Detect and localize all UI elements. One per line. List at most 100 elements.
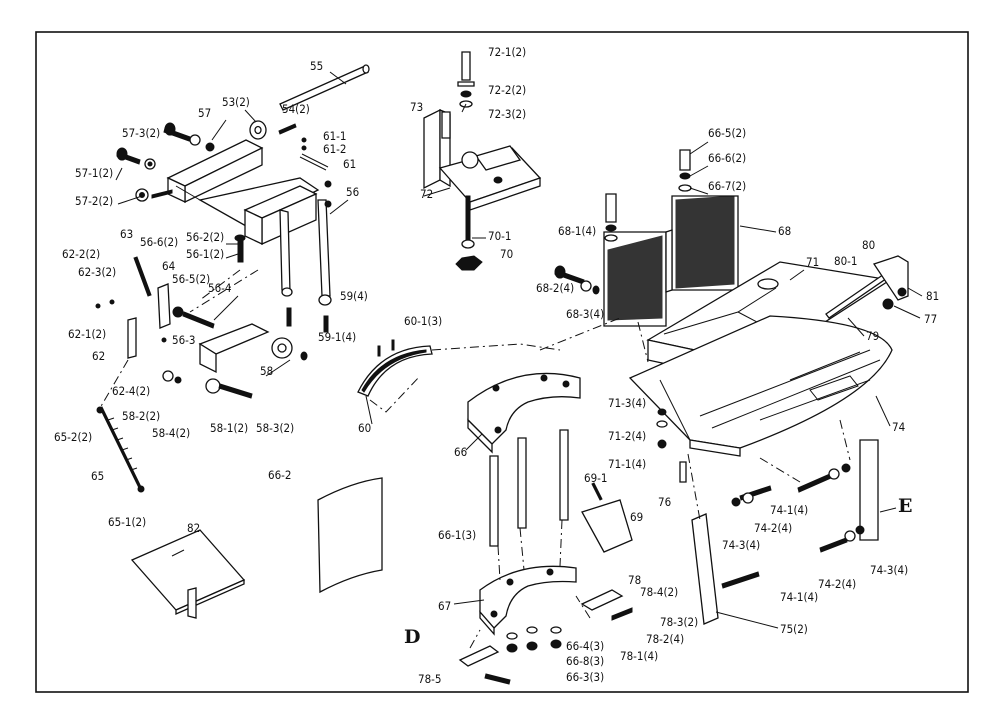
label-82: 82 xyxy=(187,521,200,535)
label-66-5-2: 66-5(2) xyxy=(708,126,746,140)
label-66-1-3: 66-1(3) xyxy=(438,528,476,542)
part-69-block xyxy=(581,482,633,553)
label-68-1-4: 68-1(4) xyxy=(558,224,596,238)
part-74-bolts xyxy=(721,463,865,589)
label-74-2-4-upper: 74-2(4) xyxy=(754,521,792,535)
label-63: 63 xyxy=(120,227,133,241)
label-69-1: 69-1 xyxy=(584,471,607,485)
label-58-4-2: 58-4(2) xyxy=(152,426,190,440)
part-60-guard xyxy=(357,339,433,397)
label-72-2-2: 72-2(2) xyxy=(488,83,526,97)
part-72-1-screws xyxy=(441,51,475,139)
label-64: 64 xyxy=(162,259,175,273)
part-57-bracket xyxy=(166,139,320,227)
label-81: 81 xyxy=(926,289,939,303)
label-58: 58 xyxy=(260,364,273,378)
label-62-1-2: 62-1(2) xyxy=(68,327,106,341)
label-65-1-2: 65-1(2) xyxy=(108,515,146,529)
label-71: 71 xyxy=(806,255,819,269)
label-58-3-2: 58-3(2) xyxy=(256,421,294,435)
label-65-2-2: 65-2(2) xyxy=(54,430,92,444)
label-72-1-2: 72-1(2) xyxy=(488,45,526,59)
label-56-4: 56-4 xyxy=(208,281,231,295)
label-61: 61 xyxy=(343,157,356,171)
label-78-5: 78-5 xyxy=(418,672,441,686)
part-58-bracket xyxy=(162,323,308,399)
label-56-5-2: 56-5(2) xyxy=(172,272,210,286)
label-78: 78 xyxy=(628,573,641,587)
label-74-1-4-lower: 74-1(4) xyxy=(780,590,818,604)
part-55-rod xyxy=(279,64,370,111)
label-74: 74 xyxy=(892,420,905,434)
part-64-63-plates xyxy=(95,256,215,359)
label-75-2: 75(2) xyxy=(780,622,808,636)
label-74-1-4-upper: 74-1(4) xyxy=(770,503,808,517)
label-71-3-4: 71-3(4) xyxy=(608,396,646,410)
label-66-6-2: 66-6(2) xyxy=(708,151,746,165)
part-56-1-screw xyxy=(234,234,246,263)
label-69: 69 xyxy=(630,510,643,524)
label-68-2-4: 68-2(4) xyxy=(536,281,574,295)
label-E: E xyxy=(898,495,912,517)
label-65: 65 xyxy=(91,469,104,483)
label-56-3: 56-3 xyxy=(172,333,195,347)
label-73: 73 xyxy=(410,100,423,114)
part-66-5-screws xyxy=(604,149,692,242)
label-79: 79 xyxy=(866,329,879,343)
label-72-3-2: 72-3(2) xyxy=(488,107,526,121)
label-60: 60 xyxy=(358,421,371,435)
part-71-hardware xyxy=(656,408,687,483)
label-62-4-2: 62-4(2) xyxy=(112,384,150,398)
label-71-1-4: 71-1(4) xyxy=(608,457,646,471)
part-80-81-clamp-rod xyxy=(825,255,909,319)
assembly-lines xyxy=(99,103,851,649)
label-58-2-2: 58-2(2) xyxy=(122,409,160,423)
label-53-2: 53(2) xyxy=(222,95,250,109)
label-56-1-2: 56-1(2) xyxy=(186,247,224,261)
label-78-3-2: 78-3(2) xyxy=(660,615,698,629)
label-54-2: 54(2) xyxy=(282,102,310,116)
label-57-3-2: 57-3(2) xyxy=(122,126,160,140)
label-57-2-2: 57-2(2) xyxy=(75,194,113,208)
label-56: 56 xyxy=(346,185,359,199)
label-68-3-4: 68-3(4) xyxy=(566,307,604,321)
part-57-hardware xyxy=(116,122,215,202)
part-56-column-block xyxy=(243,180,332,333)
label-78-2-4: 78-2(4) xyxy=(646,632,684,646)
label-61-1: 61-1 xyxy=(323,129,346,143)
part-72-vise xyxy=(438,145,542,211)
label-67: 67 xyxy=(438,599,451,613)
callout-labels: 55 53(2) 54(2) 57 57-3(2) 57-1(2) 57-2(2… xyxy=(54,45,939,686)
part-65-spring xyxy=(96,406,145,493)
part-82-table-plate xyxy=(130,529,246,619)
label-74-3-4-left: 74-3(4) xyxy=(722,538,760,552)
label-70: 70 xyxy=(500,247,513,261)
label-74-3-4-right: 74-3(4) xyxy=(870,563,908,577)
label-80-1: 80-1 xyxy=(834,254,857,268)
label-70-1: 70-1 xyxy=(488,229,511,243)
part-61-pin xyxy=(299,137,329,171)
label-57: 57 xyxy=(198,106,211,120)
part-78-brackets xyxy=(458,589,633,685)
label-74-2-4-lower: 74-2(4) xyxy=(818,577,856,591)
part-54-screw xyxy=(278,123,297,135)
label-D: D xyxy=(404,626,420,648)
part-66-1-rods xyxy=(489,429,569,547)
label-58-1-2: 58-1(2) xyxy=(210,421,248,435)
label-71-2-4: 71-2(4) xyxy=(608,429,646,443)
label-80: 80 xyxy=(862,238,875,252)
part-75-plates xyxy=(691,439,879,625)
label-66-3-3: 66-3(3) xyxy=(566,670,604,684)
label-56-6-2: 56-6(2) xyxy=(140,235,178,249)
label-leaders xyxy=(115,71,923,629)
part-68-fence xyxy=(603,195,739,327)
label-68: 68 xyxy=(778,224,791,238)
part-68-1-bolt xyxy=(554,265,600,295)
part-70-knob xyxy=(455,195,483,271)
label-57-1-2: 57-1(2) xyxy=(75,166,113,180)
label-62-3-2: 62-3(2) xyxy=(78,265,116,279)
label-77: 77 xyxy=(924,312,937,326)
drawing-frame xyxy=(35,31,969,693)
label-66-7-2: 66-7(2) xyxy=(708,179,746,193)
